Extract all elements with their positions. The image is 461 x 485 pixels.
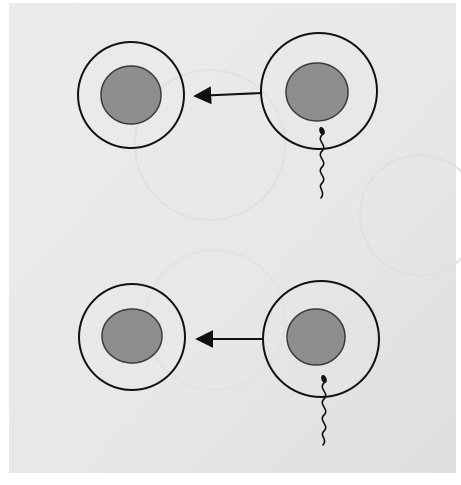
sperm-icon <box>321 374 327 446</box>
top-left-cell <box>77 41 185 149</box>
arrow-left-icon <box>193 86 263 105</box>
top-panel <box>77 32 378 199</box>
cell-nucleus <box>101 308 163 364</box>
cell-membrane <box>78 283 186 391</box>
paper-background <box>9 3 456 473</box>
sperm-icon <box>319 126 325 199</box>
cell-nucleus <box>285 62 349 122</box>
cell-membrane <box>260 32 378 150</box>
cell-nucleus <box>100 65 162 125</box>
bottom-panel <box>78 280 380 446</box>
top-right-cell <box>260 32 378 150</box>
bleed-through-circle <box>134 69 286 221</box>
cell-membrane <box>77 41 185 149</box>
cell-nucleus <box>286 308 346 366</box>
bottom-left-cell <box>78 283 186 391</box>
bleed-through-circle <box>359 154 461 276</box>
